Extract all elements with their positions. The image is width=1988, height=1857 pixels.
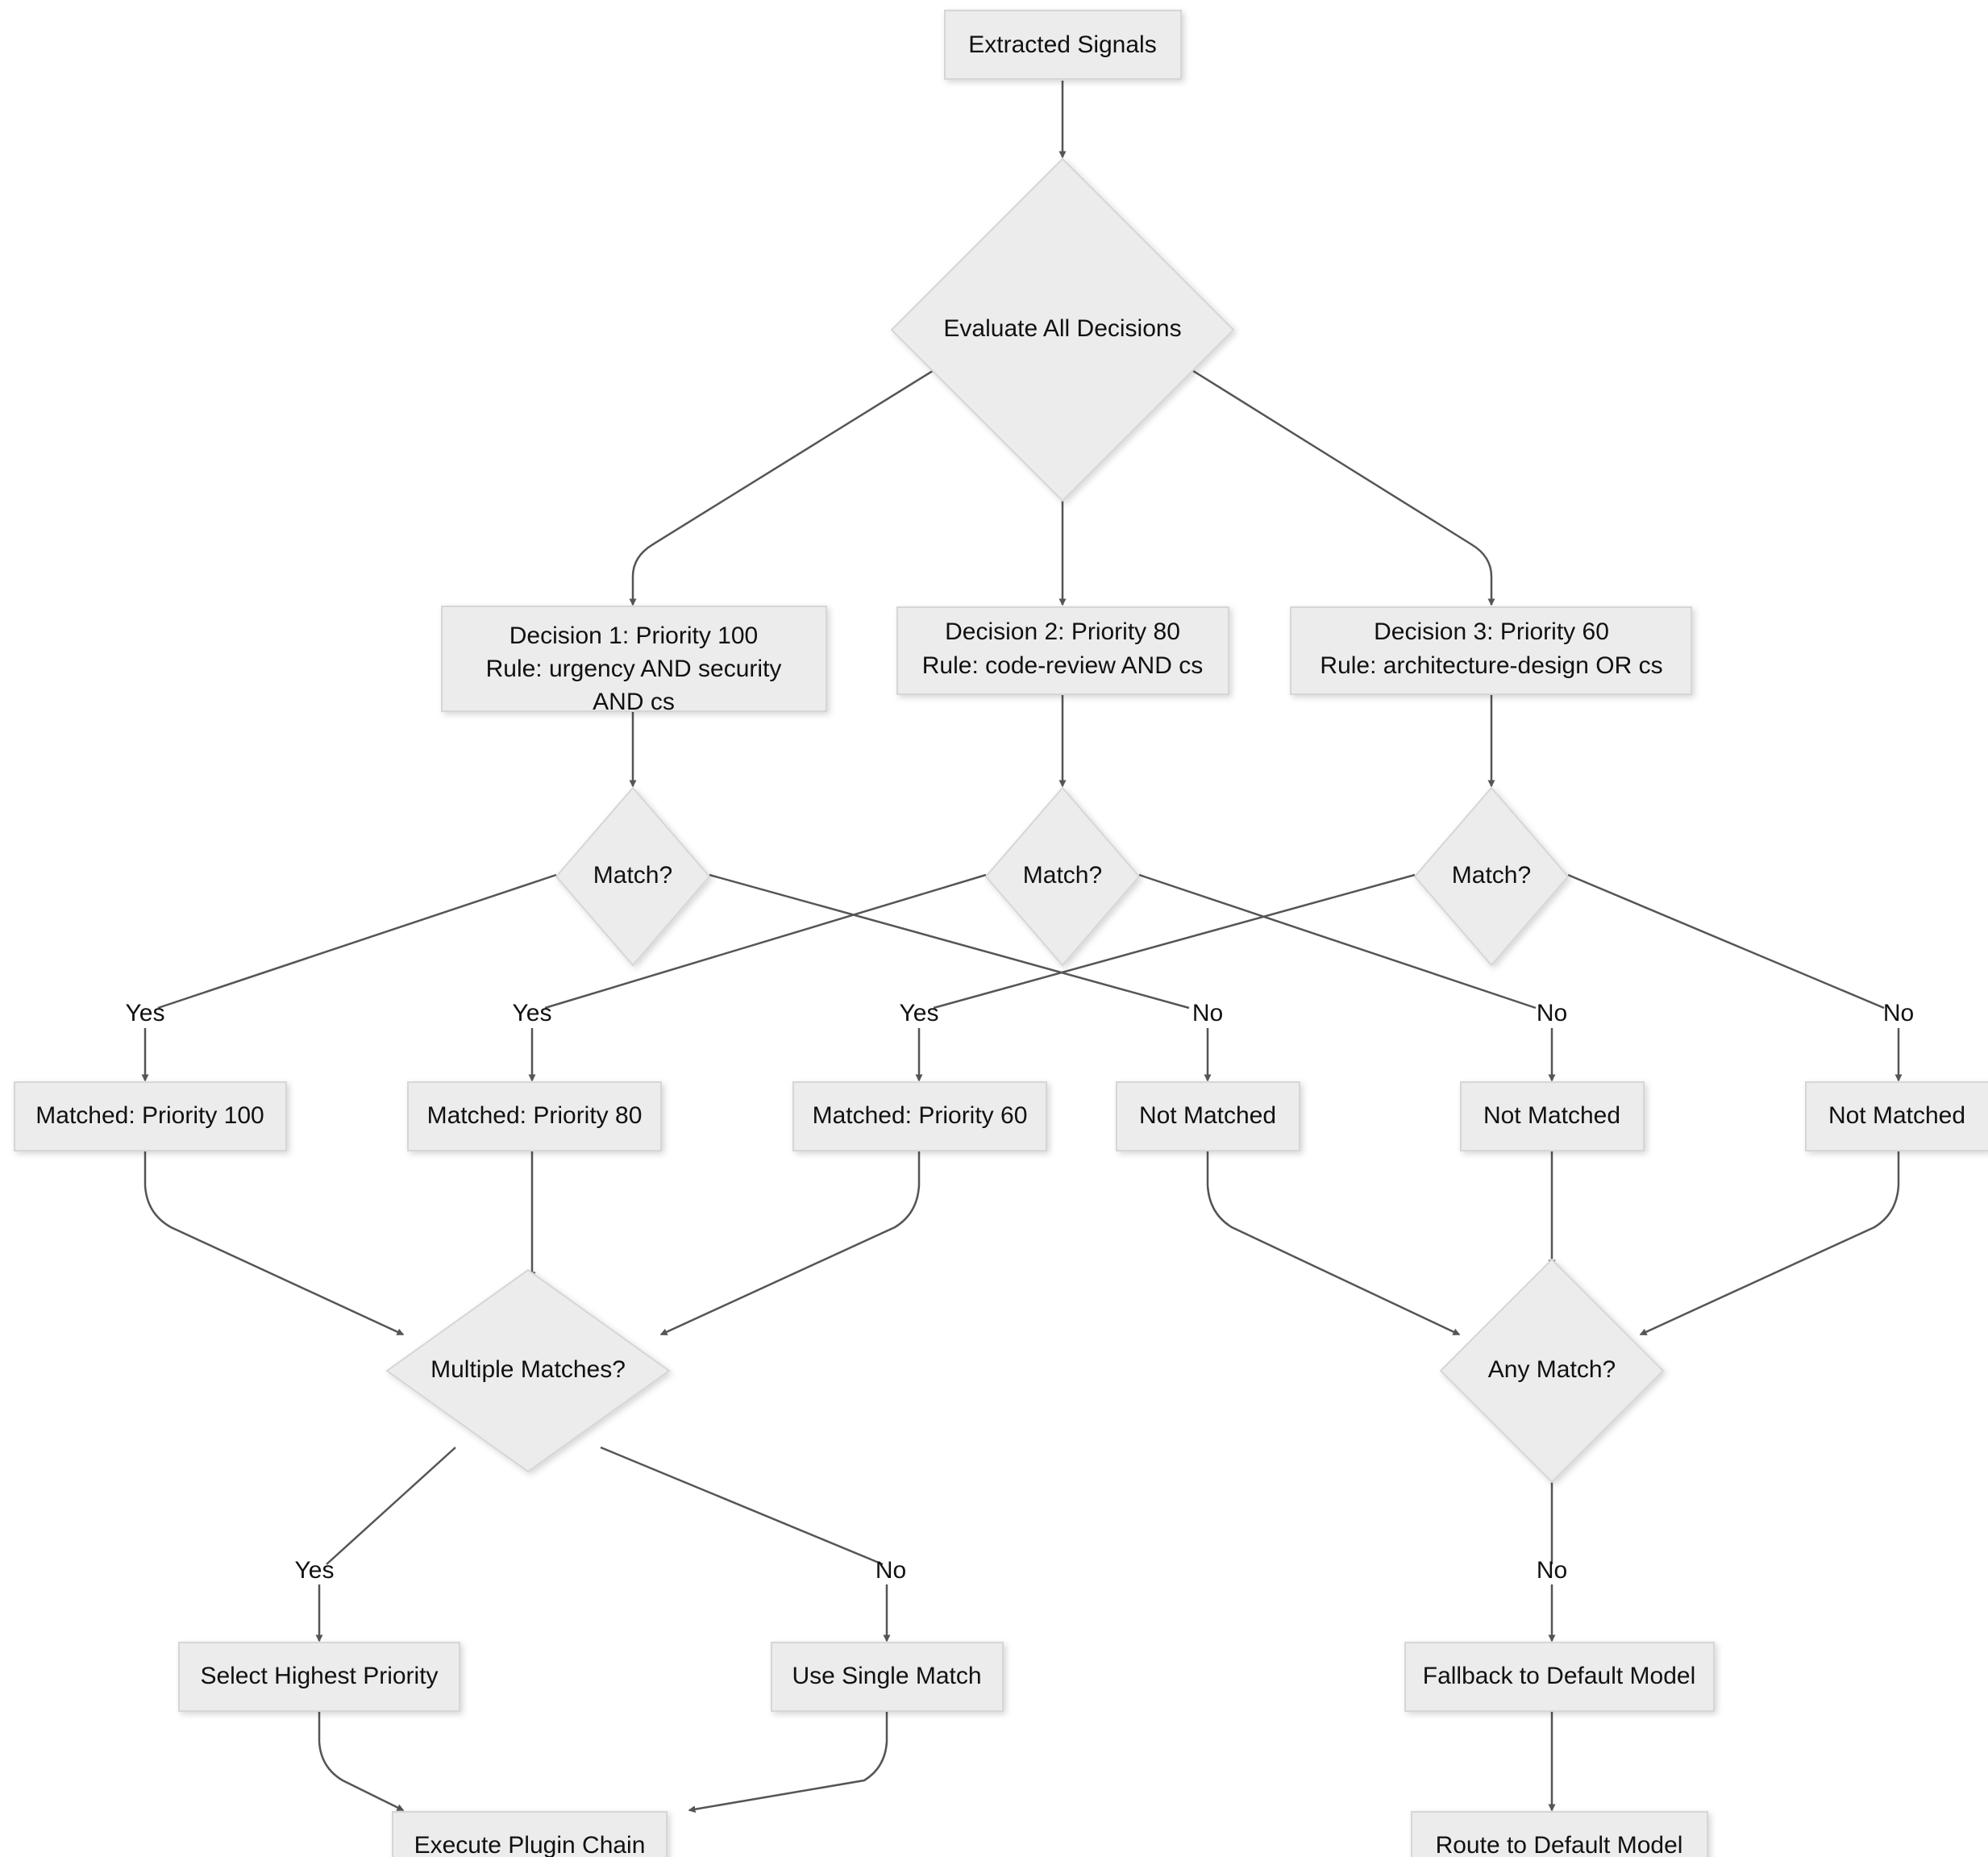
edge-label-multiple-yes: Yes: [295, 1557, 335, 1584]
node-label-any-match: Any Match?: [1488, 1356, 1616, 1383]
node-label-matched-60: Matched: Priority 60: [813, 1102, 1028, 1129]
node-label-decision3-line2: Rule: architecture-design OR cs: [1320, 652, 1662, 679]
node-matched-priority-60[interactable]: Matched: Priority 60: [792, 1081, 1047, 1151]
node-label-route-to-default-model: Route to Default Model: [1436, 1832, 1683, 1857]
edge-multiple-no: [600, 1446, 884, 1566]
node-matched-priority-80[interactable]: Matched: Priority 80: [407, 1081, 662, 1151]
node-use-single-match[interactable]: Use Single Match: [771, 1642, 1004, 1712]
edge-label-no-2: No: [1537, 1000, 1567, 1026]
node-label-not-matched-3: Not Matched: [1828, 1102, 1965, 1129]
node-evaluate-all-decisions[interactable]: Evaluate All Decisions: [890, 157, 1235, 502]
node-not-matched-3[interactable]: Not Matched: [1805, 1081, 1988, 1151]
node-label-multiple-matches: Multiple Matches?: [430, 1356, 626, 1383]
node-label-execute-plugin-chain: Execute Plugin Chain: [414, 1832, 646, 1857]
edge-label-no-3: No: [1883, 1000, 1914, 1026]
node-label-extracted-signals: Extracted Signals: [968, 31, 1156, 58]
node-extracted-signals[interactable]: Extracted Signals: [944, 10, 1182, 80]
edge-match1-no: [709, 873, 1190, 1010]
edge-label-multiple-no: No: [875, 1557, 906, 1584]
edge-match2-yes: [544, 873, 987, 1010]
node-not-matched-2[interactable]: Not Matched: [1460, 1081, 1645, 1151]
node-match-1[interactable]: Match?: [555, 786, 711, 967]
node-label-not-matched-2: Not Matched: [1483, 1102, 1620, 1129]
edge-label-no-1: No: [1192, 1000, 1223, 1026]
node-label-decision2-line1: Decision 2: Priority 80: [945, 618, 1180, 645]
node-any-match[interactable]: Any Match?: [1439, 1258, 1665, 1484]
node-label-decision3-line1: Decision 3: Priority 60: [1374, 618, 1609, 645]
edge-evaluate-to-decision3: [1186, 365, 1495, 606]
node-label-decision2-line2: Rule: code-review AND cs: [922, 652, 1203, 679]
node-match-2[interactable]: Match?: [984, 786, 1141, 967]
edge-match1-yes: [157, 873, 557, 1010]
node-label-decision1-line3: AND cs: [593, 689, 675, 715]
node-decision-2[interactable]: Decision 2: Priority 80 Rule: code-revie…: [896, 606, 1229, 695]
edge-matched100-to-multiple: [143, 1149, 405, 1336]
node-label-evaluate-all-decisions: Evaluate All Decisions: [943, 315, 1181, 342]
node-fallback-to-default-model[interactable]: Fallback to Default Model: [1404, 1642, 1715, 1712]
node-not-matched-1[interactable]: Not Matched: [1116, 1081, 1300, 1151]
edge-select-to-execute: [318, 1709, 405, 1812]
node-decision-3[interactable]: Decision 3: Priority 60 Rule: architectu…: [1290, 606, 1692, 695]
edge-notmatched3-to-anymatch: [1639, 1149, 1900, 1336]
edge-label-yes-3: Yes: [900, 1000, 939, 1026]
node-select-highest-priority[interactable]: Select Highest Priority: [178, 1642, 460, 1712]
edge-label-anymatch-no: No: [1537, 1557, 1567, 1584]
edge-notmatched1-to-anymatch: [1206, 1149, 1461, 1336]
node-label-select-highest-priority: Select Highest Priority: [200, 1663, 438, 1689]
edge-match3-no: [1567, 873, 1885, 1010]
edge-matched60-to-multiple: [659, 1149, 921, 1336]
node-label-not-matched-1: Not Matched: [1139, 1102, 1276, 1129]
node-label-match-1: Match?: [593, 862, 672, 889]
node-execute-plugin-chain[interactable]: Execute Plugin Chain: [392, 1811, 668, 1857]
node-match-3[interactable]: Match?: [1413, 786, 1570, 967]
node-label-matched-100: Matched: Priority 100: [35, 1102, 264, 1129]
node-label-match-3: Match?: [1452, 862, 1531, 889]
node-label-decision1-line1: Decision 1: Priority 100: [509, 622, 758, 649]
node-route-to-default-model[interactable]: Route to Default Model: [1411, 1811, 1708, 1857]
edge-evaluate-to-decision1: [629, 365, 940, 606]
node-decision-1[interactable]: Decision 1: Priority 100 Rule: urgency A…: [441, 606, 827, 715]
edge-label-yes-1: Yes: [126, 1000, 165, 1026]
edge-match3-yes: [933, 873, 1416, 1010]
edge-usesingle-to-execute: [688, 1709, 888, 1813]
node-label-match-2: Match?: [1023, 862, 1102, 889]
node-label-matched-80: Matched: Priority 80: [427, 1102, 643, 1129]
node-matched-priority-100[interactable]: Matched: Priority 100: [14, 1081, 287, 1151]
node-label-decision1-line2: Rule: urgency AND security: [486, 656, 782, 682]
node-label-fallback-to-default-model: Fallback to Default Model: [1423, 1663, 1696, 1689]
node-label-use-single-match: Use Single Match: [792, 1663, 981, 1689]
node-multiple-matches[interactable]: Multiple Matches?: [385, 1268, 671, 1473]
edge-match2-no: [1138, 873, 1537, 1010]
edge-multiple-yes: [326, 1447, 456, 1565]
edge-label-yes-2: Yes: [513, 1000, 552, 1026]
